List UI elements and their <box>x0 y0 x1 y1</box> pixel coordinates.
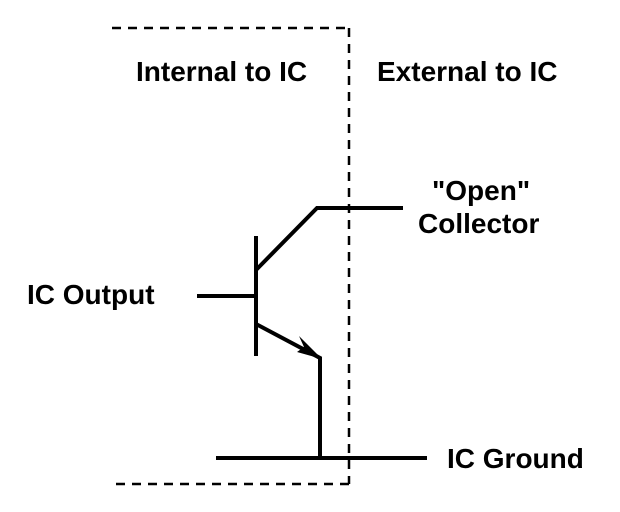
collector-wire <box>254 206 403 272</box>
ic-ground-label: IC Ground <box>447 443 584 474</box>
internal-region-label: Internal to IC <box>136 56 307 87</box>
open-label: "Open" <box>432 175 530 206</box>
collector-label: Collector <box>418 208 539 239</box>
npn-transistor <box>197 206 427 460</box>
emitter-arrow-icon <box>297 336 322 359</box>
ic-output-label: IC Output <box>27 279 155 310</box>
external-region-label: External to IC <box>377 56 557 87</box>
ic-boundary <box>112 26 351 486</box>
emitter-wire <box>255 322 322 460</box>
